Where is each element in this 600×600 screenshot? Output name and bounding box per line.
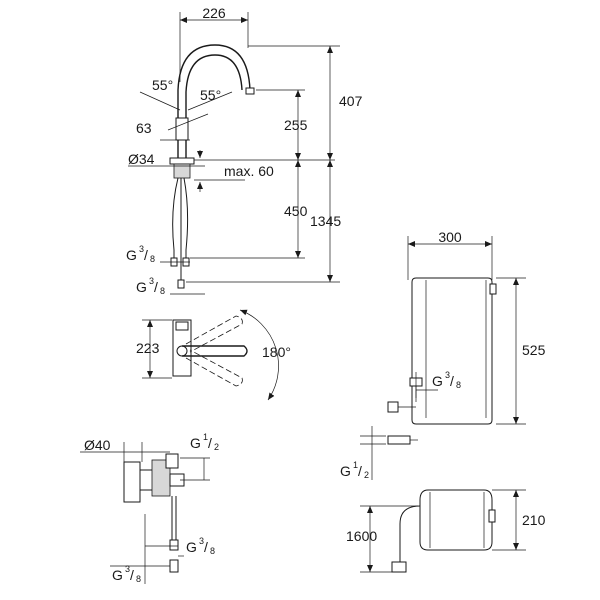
dim-diameter-34: Ø34 (128, 151, 155, 167)
dim-overall-1345: 1345 (310, 213, 341, 229)
dim-spout-255: 255 (284, 117, 308, 133)
svg-text:1: 1 (203, 432, 208, 442)
faucet-elevation: 226 55° 55° 63 Ø34 max. 60 407 255 450 (126, 5, 363, 296)
dim-boiler-300: 300 (438, 229, 462, 245)
dim-offset-63: 63 (136, 120, 152, 136)
angle-right: 55° (200, 87, 221, 103)
thread-hose-g: G (126, 247, 137, 263)
dim-valve-40: Ø40 (84, 437, 111, 453)
dim-boiler-525: 525 (522, 342, 546, 358)
svg-text:3: 3 (199, 536, 204, 546)
thread-boiler-g: G (432, 373, 443, 389)
boiler-inlet (387, 435, 411, 445)
svg-text:/: / (144, 247, 148, 263)
svg-text:/: / (450, 373, 454, 389)
faucet-base (169, 157, 195, 165)
hose-right (183, 177, 189, 262)
swivel-spout (182, 345, 248, 357)
dim-chiller-210: 210 (522, 512, 546, 528)
faucet-spout-inner (185, 54, 243, 160)
dim-hose-450: 450 (284, 203, 308, 219)
rotation-arc (239, 309, 279, 401)
dim-width-226: 226 (202, 5, 226, 21)
svg-text:/: / (204, 539, 208, 555)
svg-text:3: 3 (445, 370, 450, 380)
angle-left: 55° (152, 77, 173, 93)
svg-text:/: / (358, 463, 362, 479)
boiler-tank (411, 277, 493, 425)
svg-text:2: 2 (214, 442, 219, 452)
svg-text:8: 8 (150, 254, 155, 264)
dim-swivel-223: 223 (136, 340, 160, 356)
svg-text:3: 3 (149, 276, 154, 286)
thread-boiler-inlet-g: G (340, 463, 351, 479)
svg-text:/: / (208, 435, 212, 451)
chiller-body (419, 489, 493, 551)
svg-text:8: 8 (136, 574, 141, 584)
chiller-cable (399, 505, 421, 564)
chiller-unit: 1600 210 (346, 489, 546, 573)
svg-text:1: 1 (353, 460, 358, 470)
dim-height-407: 407 (339, 93, 363, 109)
dim-cable-1600: 1600 (346, 528, 377, 544)
faucet-aerator (245, 87, 255, 95)
svg-text:3: 3 (139, 244, 144, 254)
faucet-lever (175, 117, 189, 141)
thread-lower-g: G (136, 279, 147, 295)
boiler-unit: 300 525 G 3 / 8 G 1 / 2 (340, 229, 546, 480)
thread-valve-g: G (190, 435, 201, 451)
lever-handle (167, 113, 209, 131)
valve-assembly: Ø40 G 1 / 2 G 3 / 8 G 3 / 8 (80, 432, 219, 584)
svg-text:8: 8 (160, 286, 165, 296)
svg-text:8: 8 (456, 380, 461, 390)
chiller-plug (391, 561, 407, 573)
faucet-mount (173, 163, 191, 179)
thread-valve-bottom-g: G (112, 567, 123, 583)
valve-body-left (123, 461, 141, 503)
hose-left (172, 177, 179, 262)
swivel-top-view: 180° 223 (136, 309, 291, 401)
hose-fitting-bottom (177, 279, 185, 289)
thread-valve-hose-g: G (186, 539, 197, 555)
svg-text:/: / (154, 279, 158, 295)
svg-text:8: 8 (210, 546, 215, 556)
svg-text:/: / (130, 567, 134, 583)
svg-text:2: 2 (364, 470, 369, 480)
rotation-180: 180° (262, 344, 291, 360)
dim-max-60: max. 60 (224, 163, 274, 179)
svg-text:3: 3 (125, 564, 130, 574)
